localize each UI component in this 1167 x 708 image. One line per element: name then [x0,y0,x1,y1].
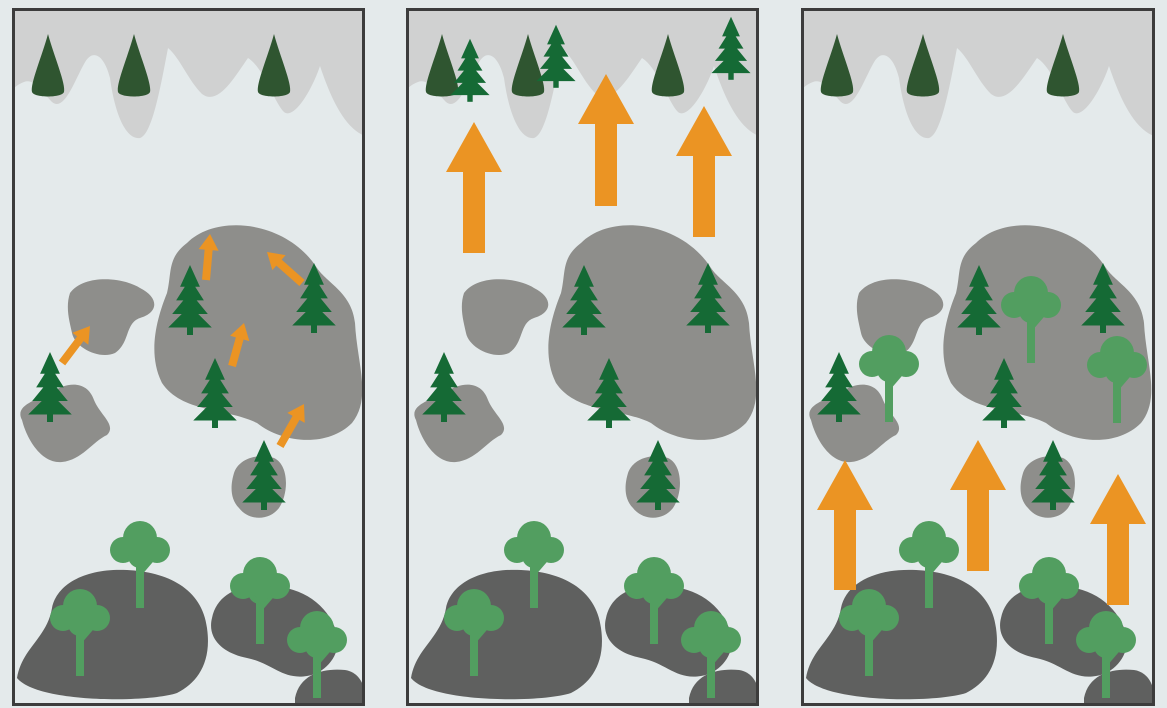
panel-scene [12,8,365,706]
panel-1 [12,8,365,706]
panel-scene [801,8,1155,706]
panel-scene [406,8,759,706]
panel-2 [406,8,759,706]
panel-3 [801,8,1155,706]
